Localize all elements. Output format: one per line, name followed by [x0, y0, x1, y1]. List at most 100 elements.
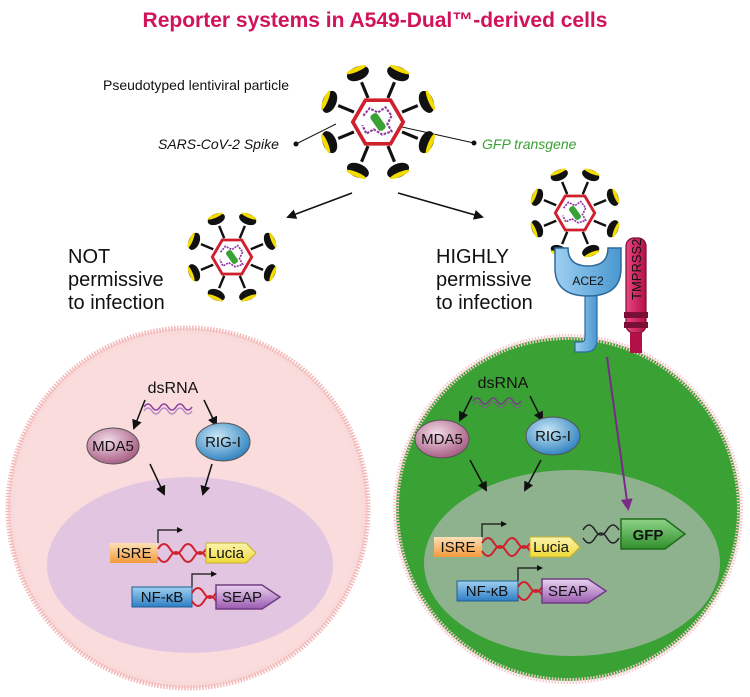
- spike-stalk: [560, 181, 569, 195]
- spike-tip: [207, 294, 223, 302]
- spike-tip: [530, 222, 538, 238]
- spike-stalk: [337, 104, 355, 114]
- spike-tip: [269, 232, 277, 248]
- spike-stalk: [593, 219, 607, 228]
- gfp-transgene-label: GFP transgene: [482, 136, 577, 152]
- right-isre-dna-b: [481, 545, 531, 557]
- right-isre-label: ISRE: [440, 539, 475, 556]
- spike-tip: [584, 168, 600, 176]
- spike-stalk: [386, 81, 396, 99]
- left-rigi-label: RIG-I: [205, 434, 241, 451]
- viral-rna: [361, 105, 394, 136]
- spike-stalk: [200, 263, 214, 272]
- right-mda5-node: [414, 419, 470, 459]
- left-lucia-label: Lucia: [208, 545, 245, 562]
- right-dsrna-label: dsRNA: [478, 375, 529, 392]
- spike-stalk: [401, 130, 419, 140]
- left-cell: dsRNA MDA5 RIG-I ISRE Lucia NF-κB SEAP: [5, 325, 371, 691]
- ace2-stalk: [574, 294, 598, 353]
- spike-label: SARS-CoV-2 Spike: [158, 136, 279, 152]
- spike-tip: [530, 188, 538, 204]
- gfp-cargo: [370, 113, 386, 131]
- viral-rna: [218, 244, 244, 268]
- right-nfkb-box: [456, 580, 519, 602]
- gfp-dna-a: [582, 524, 620, 536]
- gfp-dna-b: [582, 532, 620, 544]
- right-dsrna-to-mda5-arrow: [459, 395, 473, 422]
- right-status: HIGHLY permissive to infection: [436, 246, 537, 314]
- left-isre-promoter-arrow: [157, 527, 183, 543]
- spike-tip: [612, 222, 620, 238]
- spike-stalk: [543, 198, 557, 207]
- gfp-cargo: [226, 250, 238, 264]
- gfp-cargo: [569, 206, 581, 220]
- spike-tip: [346, 169, 367, 179]
- spike-stalk: [337, 130, 355, 140]
- spike-tip: [584, 250, 600, 258]
- right-rigi-arrow: [524, 459, 542, 492]
- left-isre-dna-b: [157, 551, 207, 563]
- lentiviral-particle-right: [530, 168, 620, 258]
- left-dsrna-to-mda5-arrow: [132, 399, 146, 430]
- right-mda5-label: MDA5: [421, 431, 463, 448]
- spike-stalk: [217, 225, 226, 239]
- right-mda5-arrow: [469, 459, 487, 492]
- spike-stalk: [386, 145, 396, 163]
- spike-stalk: [360, 145, 370, 163]
- right-rigi-node: [525, 416, 581, 456]
- spike-tip: [187, 232, 195, 248]
- arrow-to-left: [286, 192, 353, 219]
- spike-tip: [425, 133, 435, 154]
- infection-arrow: [606, 356, 633, 511]
- left-dsrna-strand-a: [143, 403, 193, 411]
- right-dsrna-to-rigi-arrow: [529, 395, 543, 422]
- spike-pointer: [295, 123, 337, 145]
- left-nfkb-label: NF-κB: [141, 589, 184, 606]
- left-rigi-arrow: [200, 463, 213, 496]
- left-isre-label: ISRE: [116, 545, 151, 562]
- spike-tip: [425, 90, 435, 111]
- spike-stalk: [593, 198, 607, 207]
- left-nucleus: [47, 477, 333, 653]
- gfp-label: GFP: [633, 527, 664, 544]
- left-dsrna-strand-b: [143, 407, 193, 415]
- spike-stalk: [238, 275, 247, 289]
- spike-tip: [612, 188, 620, 204]
- arrow-to-right: [397, 192, 484, 220]
- right-cell: ACE2 TMPRSS2 dsRNA MDA5 RIG-I GFP ISRE L: [393, 237, 743, 684]
- left-dsrna-label: dsRNA: [148, 380, 199, 397]
- spike-stalk: [581, 231, 590, 245]
- right-rigi-label: RIG-I: [535, 428, 571, 445]
- ace2-receptor: [554, 247, 622, 297]
- left-rigi-node: [195, 422, 251, 462]
- right-nucleus: [424, 470, 720, 656]
- right-seap-label: SEAP: [548, 583, 588, 600]
- spike-tip: [241, 294, 257, 302]
- left-mda5-node: [86, 427, 140, 465]
- spike-tip: [389, 169, 410, 179]
- left-lucia-gene: [205, 542, 257, 564]
- left-status: NOT permissive to infection: [68, 246, 169, 314]
- spike-stalk: [250, 242, 264, 251]
- right-nfkb-promoter-arrow: [517, 565, 543, 581]
- spike-stalk: [581, 181, 590, 195]
- spike-tip: [321, 90, 331, 111]
- spike-stalk: [401, 104, 419, 114]
- ace2-label: ACE2: [572, 274, 604, 288]
- spike-stalk: [238, 225, 247, 239]
- left-seap-gene: [215, 584, 282, 610]
- spike-stalk: [560, 231, 569, 245]
- left-mda5-label: MDA5: [92, 438, 134, 455]
- right-lucia-gene: [529, 536, 581, 558]
- spike-tip: [187, 266, 195, 282]
- spike-tip: [241, 212, 257, 220]
- spike-tip: [346, 65, 367, 75]
- spike-tip: [207, 212, 223, 220]
- spike-stalk: [360, 81, 370, 99]
- lentiviral-particle-main: [321, 65, 435, 179]
- left-nfkb-dna-b: [191, 595, 217, 607]
- right-dsrna-strand-a: [472, 397, 522, 405]
- viral-rna: [561, 200, 587, 224]
